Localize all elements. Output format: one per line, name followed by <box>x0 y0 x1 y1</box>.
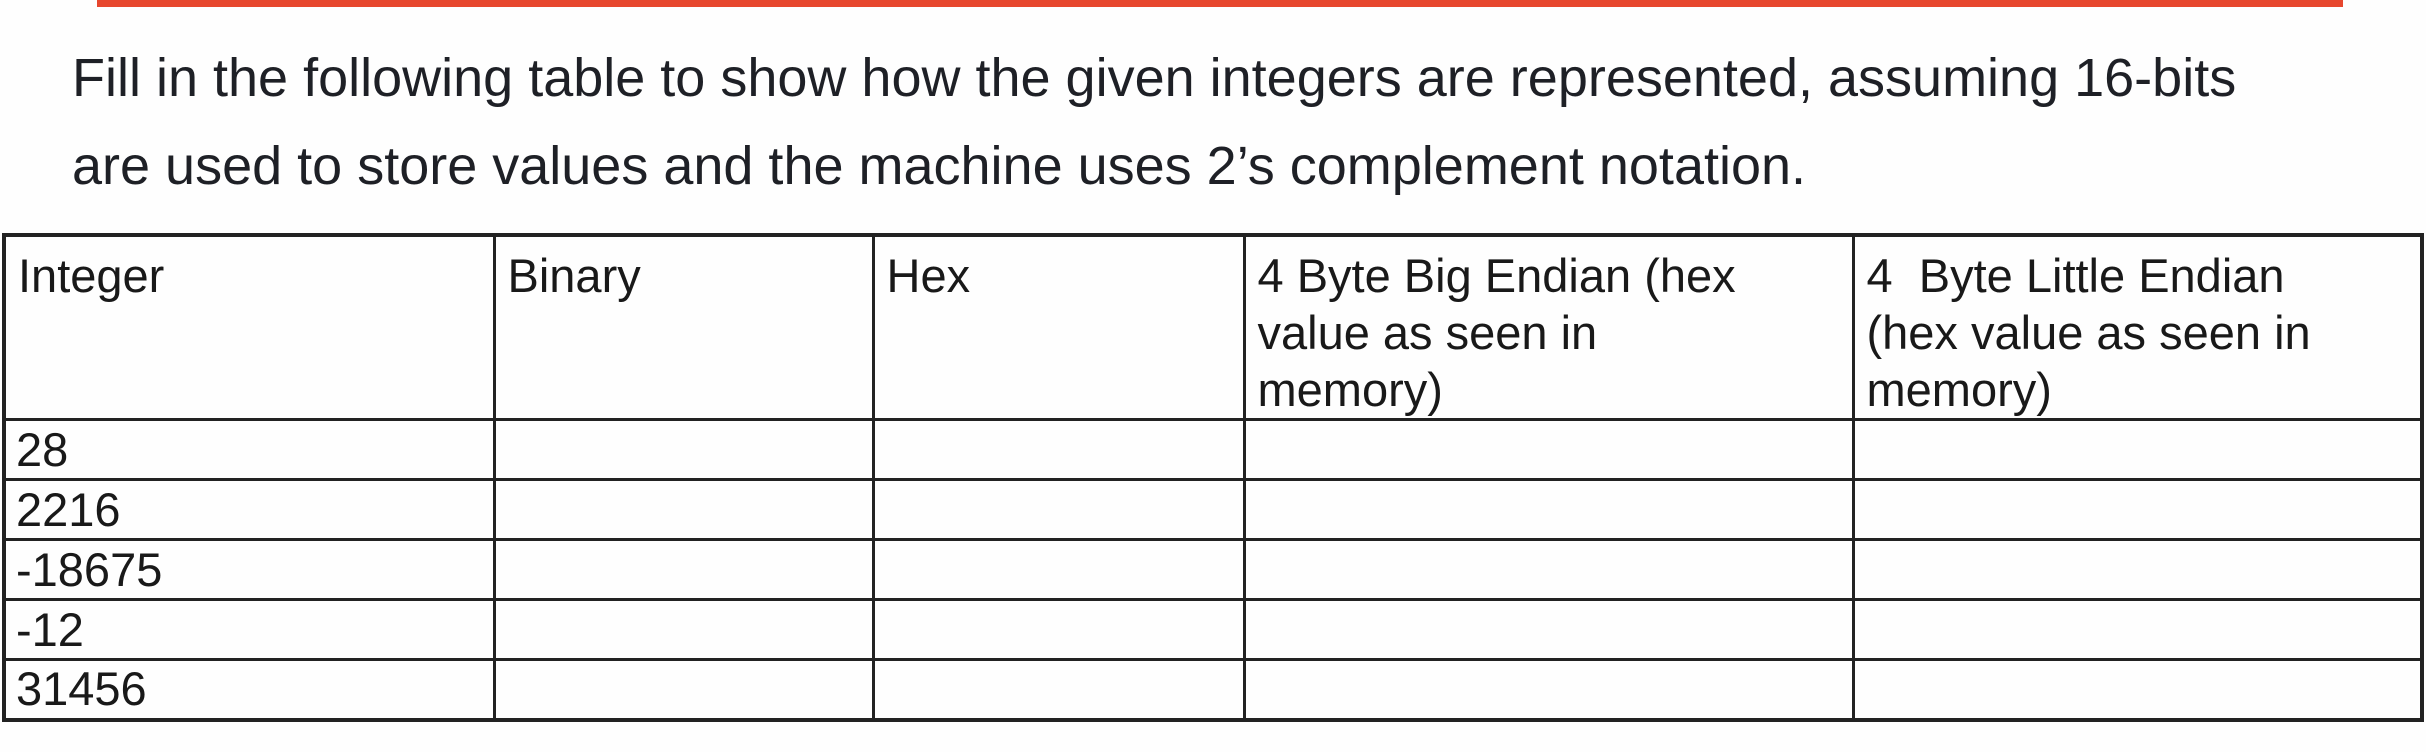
header-hex: Hex <box>871 233 1246 421</box>
cell-hex <box>871 598 1246 661</box>
header-little-endian: 4 Byte Little Endian (hex value as seen … <box>1851 233 2424 421</box>
cell-little-endian <box>1851 538 2424 601</box>
cell-little-endian <box>1851 418 2424 481</box>
cell-integer: 2216 <box>2 478 496 541</box>
cell-binary <box>492 658 875 721</box>
integer-representation-table: Integer Binary Hex 4 Byte Big Endian (he… <box>2 233 2424 722</box>
cell-big-endian <box>1242 658 1855 721</box>
cell-hex <box>871 478 1246 541</box>
cell-little-endian <box>1851 658 2424 721</box>
cell-binary <box>492 418 875 481</box>
cell-hex <box>871 418 1246 481</box>
header-integer: Integer <box>2 233 496 421</box>
red-divider-bar <box>97 0 2343 7</box>
cell-integer: 28 <box>2 418 496 481</box>
table-row: -18675 <box>2 538 2424 601</box>
cell-big-endian <box>1242 538 1855 601</box>
header-binary: Binary <box>492 233 875 421</box>
question-text: Fill in the following table to show how … <box>72 34 2236 210</box>
cell-binary <box>492 478 875 541</box>
cell-little-endian <box>1851 478 2424 541</box>
question-line-2: are used to store values and the machine… <box>72 136 1807 196</box>
cell-integer: -18675 <box>2 538 496 601</box>
table-header-row: Integer Binary Hex 4 Byte Big Endian (he… <box>2 233 2424 421</box>
cell-big-endian <box>1242 598 1855 661</box>
table-row: 31456 <box>2 658 2424 721</box>
cell-hex <box>871 538 1246 601</box>
cell-hex <box>871 658 1246 721</box>
table-row: 28 <box>2 418 2424 481</box>
question-line-1: Fill in the following table to show how … <box>72 48 2237 108</box>
cell-integer: -12 <box>2 598 496 661</box>
table-row: 2216 <box>2 478 2424 541</box>
cell-big-endian <box>1242 418 1855 481</box>
header-big-endian: 4 Byte Big Endian (hex value as seen in … <box>1242 233 1855 421</box>
cell-binary <box>492 538 875 601</box>
cell-integer: 31456 <box>2 658 496 721</box>
cell-little-endian <box>1851 598 2424 661</box>
table-row: -12 <box>2 598 2424 661</box>
cell-binary <box>492 598 875 661</box>
cell-big-endian <box>1242 478 1855 541</box>
